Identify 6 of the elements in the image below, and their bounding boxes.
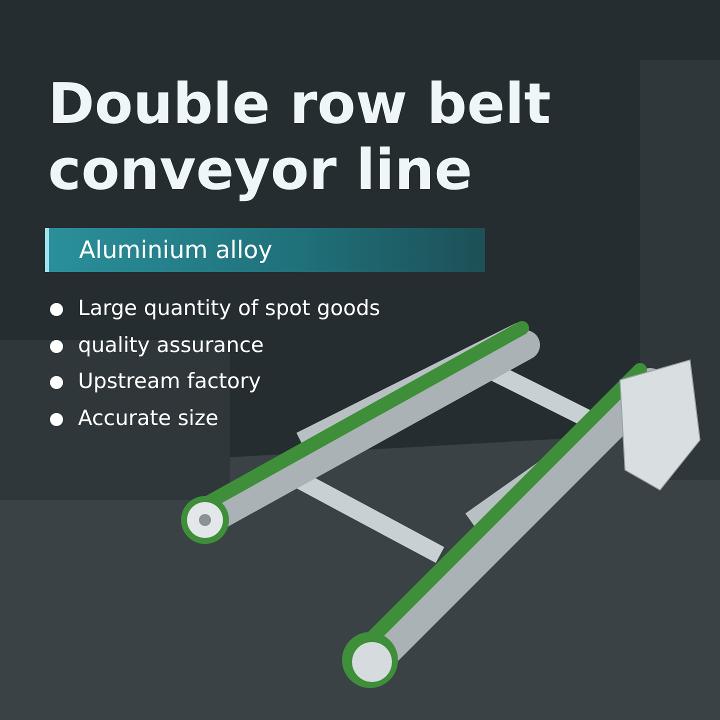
feature-text: Upstream factory	[78, 369, 261, 393]
title: Double row belt conveyor line	[48, 72, 552, 204]
feature-text: Large quantity of spot goods	[78, 296, 380, 320]
feature-text: quality assurance	[78, 332, 264, 356]
feature-text: Accurate size	[78, 406, 218, 430]
banner: Aluminium alloy	[45, 228, 485, 272]
